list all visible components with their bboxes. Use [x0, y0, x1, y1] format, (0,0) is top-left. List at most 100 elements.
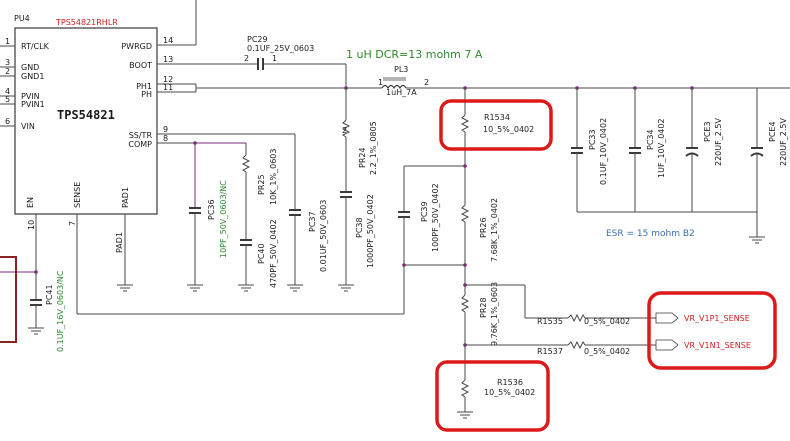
pin-name-gnd1: GND1: [21, 72, 44, 81]
r1534-ref: R1534: [484, 113, 510, 122]
pin-name-pvin1: PVIN1: [21, 100, 45, 109]
pc34-value: 1UF_10V_0402: [657, 118, 666, 178]
pc40-value: 470PF_50V_0402: [269, 219, 278, 288]
pc29-value: 0.1UF_25V_0603: [247, 44, 314, 53]
pc33-ref: PC33: [588, 129, 597, 150]
resistor-pr25: PR25 10K_1%_0603: [241, 143, 278, 240]
pce3-value: 220UF_2.5V: [714, 118, 723, 166]
pin-num-6: 6: [5, 117, 10, 126]
cap-pc39: PC39 100PF_50V_0402: [398, 165, 465, 267]
resistor-r1534: R1534 10_5%_0402: [460, 88, 534, 205]
pin-name-ph1: PH1: [136, 82, 152, 91]
pl3-value: 1uH_7A: [386, 88, 417, 97]
cap-pc36: PC36 10PF_50V_0603/NC: [189, 143, 228, 285]
resistor-pr28: PR28 9.76K_1%_0603: [460, 282, 499, 380]
pr24-value: 2.2_1%_0805: [369, 121, 378, 175]
r1535-ref: R1535: [537, 317, 563, 326]
pin-name-vin: VIN: [21, 122, 35, 131]
chip-body: [14, 27, 158, 215]
ground-symbols: [28, 236, 765, 419]
chip-designator: PU4: [14, 14, 30, 23]
pr26-value: 7.68K_1%_0402: [490, 198, 499, 262]
pin-name-pad1: PAD1: [121, 187, 130, 208]
pc39-ref: PC39: [420, 201, 429, 222]
cap-pce4: PCE4 220UF_2.5V: [750, 88, 788, 212]
resistor-r1537: R1537 0_5%_0402: [465, 340, 656, 356]
offpage-highlight: [0, 256, 17, 343]
net-label-vn: VR_V1N1_SENSE: [655, 339, 751, 351]
cap-pce3: PCE3 220UF_2.5V: [685, 88, 723, 212]
r1537-ref: R1537: [537, 347, 563, 356]
pin-name-sstr: SS/TR: [129, 131, 153, 140]
pc41-value: 0.1UF_16V_0603/NC: [56, 270, 65, 352]
pc37-ref: PC37: [308, 211, 317, 232]
pl3-ref: PL3: [394, 65, 408, 74]
pr24-ref: PR24: [358, 147, 367, 168]
pc33-value: 0.1UF_10V_0402: [599, 118, 608, 185]
cap-pc37: PC37 0.01UF_50V_0603: [268, 133, 328, 285]
chip-pu4: PU4 TPS54821RHLR TPS54821 1 3 2 4 5 6 RT…: [0, 14, 268, 314]
chip-name: TPS54821: [57, 108, 115, 122]
highlight-r1534: [439, 99, 553, 151]
chip-part-number: TPS54821RHLR: [55, 18, 118, 27]
pl3-pin1: 1: [378, 78, 383, 87]
pc29-pin1: 1: [272, 54, 277, 63]
cap-pc40: PC40 470PF_50V_0402: [240, 219, 278, 288]
resistor-r1535: R1535 0_5%_0402: [465, 284, 656, 326]
r1537-value: 0_5%_0402: [584, 347, 630, 356]
pin-name-ph: PH: [141, 90, 152, 99]
resistor-pr26: PR26 7.68K_1%_0402: [460, 198, 499, 295]
pin-num-12: 12: [163, 75, 173, 84]
net-label-vp: VR_V1P1_SENSE: [655, 312, 750, 324]
chip-right-pins: 14 13 12 11 9 8 PWRGD BOOT PH1 PH SS/TR …: [121, 36, 268, 149]
pin-num-9: 9: [163, 125, 168, 134]
pin-num-10: 10: [27, 220, 36, 230]
cap-pc29: PC29 0.1UF_25V_0603 2 1: [244, 35, 346, 70]
pin-num-5: 5: [5, 95, 10, 104]
pin-num-8: 8: [163, 134, 168, 143]
pc40-ref: PC40: [257, 243, 266, 264]
pin-name-pvin: PVIN: [21, 92, 40, 101]
pc38-value: 1000PF_50V_0402: [366, 194, 375, 268]
net-vr-v1n1-sense: VR_V1N1_SENSE: [684, 341, 751, 350]
cap-pc41: PC41 0.1UF_16V_0603/NC: [0, 270, 65, 352]
pce3-ref: PCE3: [703, 121, 712, 142]
pin-name-sense: SENSE: [73, 182, 82, 208]
pc36-ref: PC36: [207, 199, 216, 220]
inductor-pl3: PL3 1uH_7A 1 2: [378, 65, 429, 97]
pin-num-2: 2: [5, 67, 10, 76]
pin-num-7: 7: [68, 221, 77, 226]
pr25-ref: PR25: [257, 174, 266, 195]
pad1-label: PAD1: [115, 232, 124, 253]
pc34-ref: PC34: [646, 129, 655, 150]
pc36-value: 10PF_50V_0603/NC: [219, 180, 228, 258]
pr28-ref: PR28: [479, 297, 488, 318]
pin-name-en: EN: [26, 197, 35, 208]
pin-name-gnd: GND: [21, 63, 39, 72]
r1535-value: 0_5%_0402: [584, 317, 630, 326]
pin-num-4: 4: [5, 87, 10, 96]
pin-num-3: 3: [5, 58, 10, 67]
pin-num-11: 11: [163, 83, 173, 92]
pc29-ref: PC29: [247, 35, 268, 44]
pc39-value: 100PF_50V_0402: [431, 183, 440, 252]
pin-name-boot: BOOT: [129, 61, 152, 70]
highlight-sense-nets: [647, 291, 777, 370]
pc41-ref: PC41: [45, 284, 54, 305]
inductor-note: 1 uH DCR=13 mohm 7 A: [346, 48, 483, 61]
pin-name-rtclk: RT/CLK: [21, 42, 50, 51]
cap-pc38: PC38 1000PF_50V_0402: [340, 191, 375, 285]
highlight-r1536: [435, 360, 550, 432]
resistor-pr24: 2 PR24 2.2_1%_0805: [341, 88, 378, 192]
net-vr-v1p1-sense: VR_V1P1_SENSE: [684, 314, 750, 323]
r1536-ref: R1536: [497, 378, 523, 387]
chip-bottom-pins: EN SENSE PAD1 10 7 PAD1: [26, 182, 130, 314]
pr24-pin2: 2: [342, 126, 347, 135]
pl3-pin2: 2: [424, 78, 429, 87]
resistor-r1536: R1536 10_5%_0402: [460, 378, 535, 412]
chip-left-pins: 1 3 2 4 5 6 RT/CLK GND GND1 PVIN PVIN1 V…: [0, 37, 50, 131]
cap-pc34: PC34 1UF_10V_0402: [629, 88, 666, 212]
pin-num-13: 13: [163, 55, 173, 64]
pin-name-comp: COMP: [128, 140, 152, 149]
